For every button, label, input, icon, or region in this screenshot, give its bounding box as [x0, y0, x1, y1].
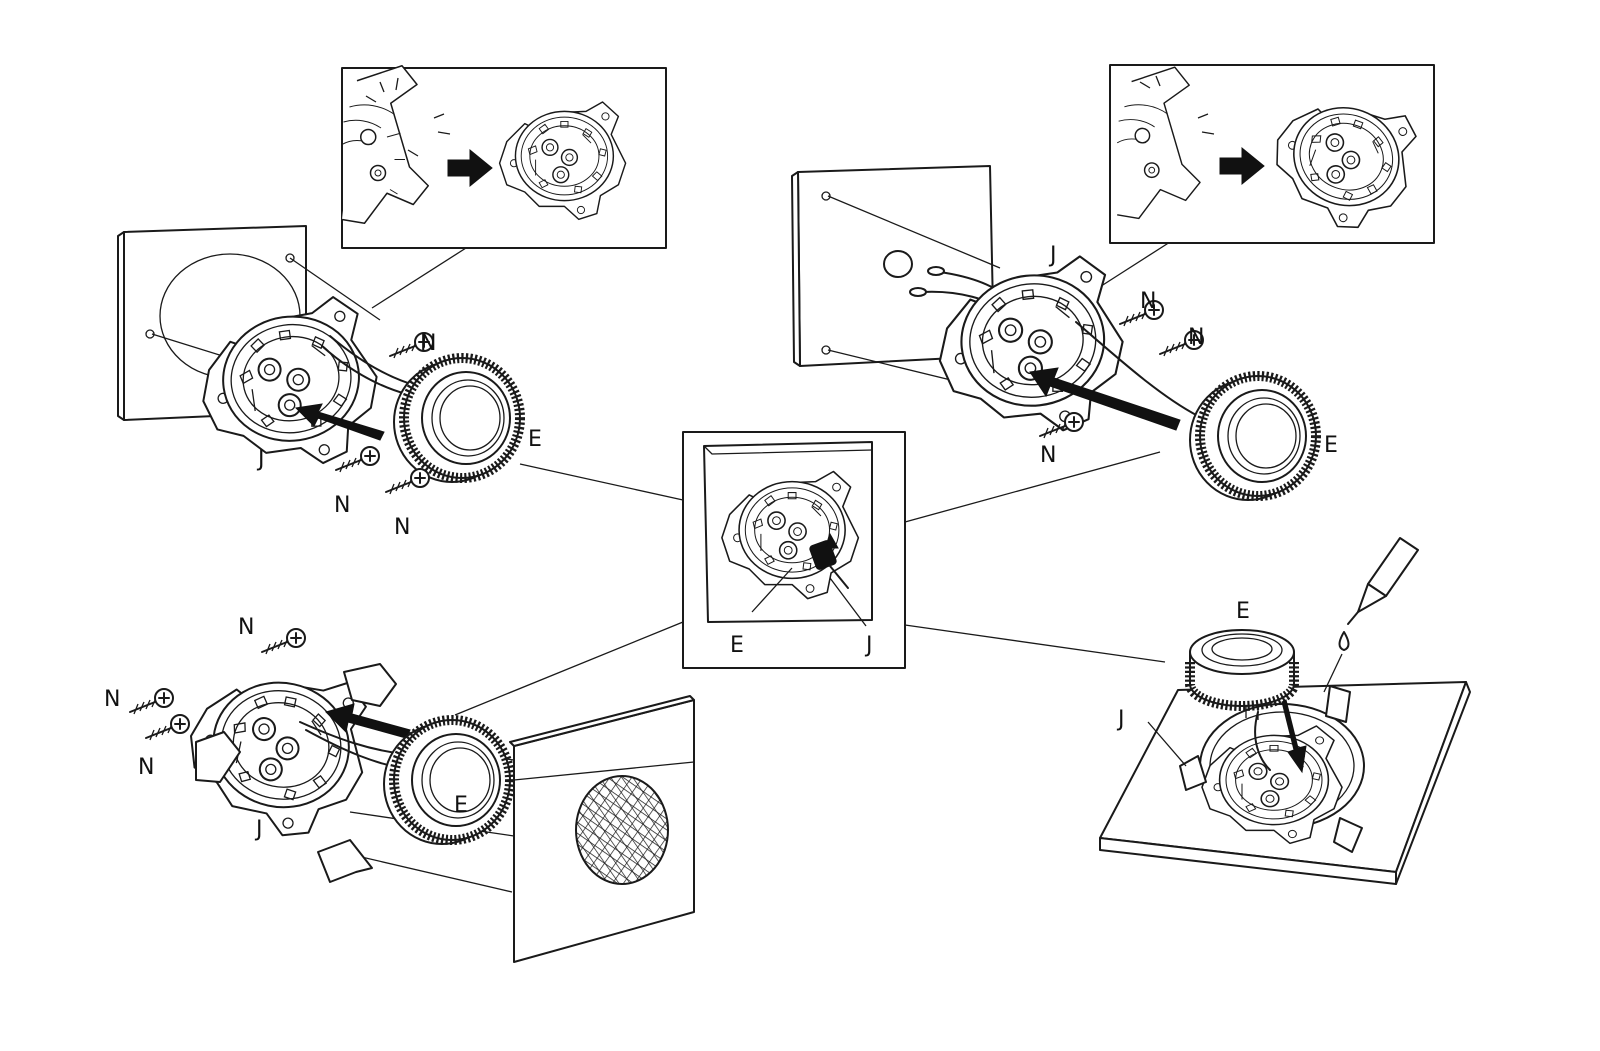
leader-line [372, 248, 466, 308]
label-j: J [254, 817, 263, 842]
screw-icon [146, 715, 189, 740]
label-n: N [238, 615, 254, 640]
bezel-e [1190, 376, 1316, 500]
wall-hole [884, 251, 912, 277]
label-e: E [528, 427, 542, 452]
label-j: J [1048, 243, 1057, 268]
label-e: E [454, 793, 468, 818]
label-e: E [730, 633, 744, 658]
assembly-bottom-left: N N N J E [104, 615, 694, 962]
inset-top-left [342, 66, 666, 248]
label-n: N [420, 331, 436, 356]
bezel-e [384, 720, 510, 844]
leader-line [905, 452, 1160, 522]
screw-icon [386, 469, 429, 494]
inset-top-right [1110, 65, 1434, 244]
assembly-top-left: N N N J E [118, 226, 542, 540]
label-e: E [1324, 433, 1338, 458]
leader-line [1095, 242, 1170, 290]
glue-drop-icon [1340, 632, 1349, 650]
label-j: J [1116, 707, 1125, 732]
label-n: N [138, 755, 154, 780]
label-n: N [334, 493, 350, 518]
glue-tube-icon [1348, 538, 1418, 624]
label-n: N [1188, 325, 1204, 350]
label-n: N [1040, 443, 1056, 468]
leader-line [905, 625, 1165, 662]
bezel-e [394, 358, 520, 482]
screw-icon [130, 689, 173, 714]
screw-icon [262, 629, 305, 654]
label-n: N [104, 687, 120, 712]
leader-line [455, 622, 683, 715]
label-n: N [394, 515, 410, 540]
label-j: J [864, 633, 873, 658]
assembly-bottom-right: E J [1100, 538, 1470, 884]
inset-center: E J [683, 432, 905, 668]
leader-line [520, 464, 683, 500]
label-e: E [1236, 599, 1250, 624]
label-j: J [256, 447, 265, 472]
label-n: N [1140, 289, 1156, 314]
